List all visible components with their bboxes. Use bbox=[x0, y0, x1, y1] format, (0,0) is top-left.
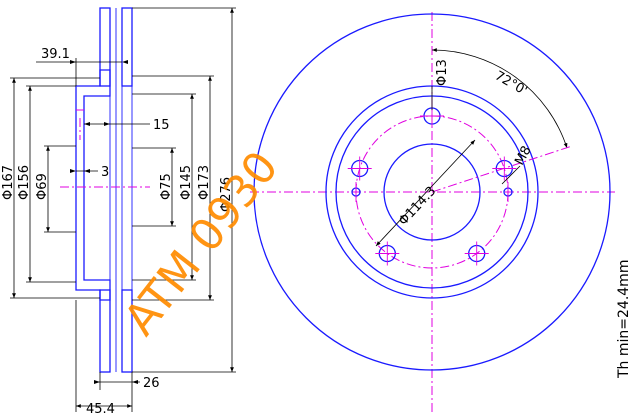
dim-phi69: Φ69 bbox=[35, 173, 50, 200]
angle-arc bbox=[431, 48, 568, 149]
dim-39: 39.1 bbox=[41, 47, 70, 62]
dim-angle: 72°0' bbox=[492, 68, 530, 98]
dim-phi145: Φ145 bbox=[179, 165, 194, 200]
dim-3: 3 bbox=[101, 165, 109, 180]
hub-section bbox=[75, 69, 111, 301]
outer-plate-bottom bbox=[99, 289, 111, 373]
dim-pcd: Φ114.3 bbox=[396, 184, 439, 229]
dim-26: 26 bbox=[143, 376, 160, 391]
dim-phi75: Φ75 bbox=[159, 173, 174, 200]
dim-phi276: Φ276 bbox=[219, 177, 234, 212]
outer-plate-top bbox=[99, 7, 111, 87]
min-thickness-note: Th min=24.4mm bbox=[616, 260, 632, 379]
inner-plate-top bbox=[121, 7, 133, 87]
dim-45: 45.4 bbox=[86, 402, 115, 417]
dim-15: 15 bbox=[153, 118, 170, 133]
dim-phi167: Φ167 bbox=[1, 165, 16, 200]
front-view: 72°0' Φ13 M8 Φ114.3 Th min=24.4mm bbox=[250, 12, 632, 412]
pcd-dim-line bbox=[375, 139, 476, 247]
dim-phi156: Φ156 bbox=[17, 165, 32, 200]
dim-bolt-hole: Φ13 bbox=[435, 59, 450, 86]
dim-phi173: Φ173 bbox=[197, 165, 212, 200]
inner-plate-bottom bbox=[121, 289, 133, 373]
outer-disc-circle bbox=[253, 13, 611, 371]
side-section-view: Φ167 Φ156 Φ69 Φ75 Φ145 Φ173 Φ276 39.1 15… bbox=[1, 7, 236, 417]
